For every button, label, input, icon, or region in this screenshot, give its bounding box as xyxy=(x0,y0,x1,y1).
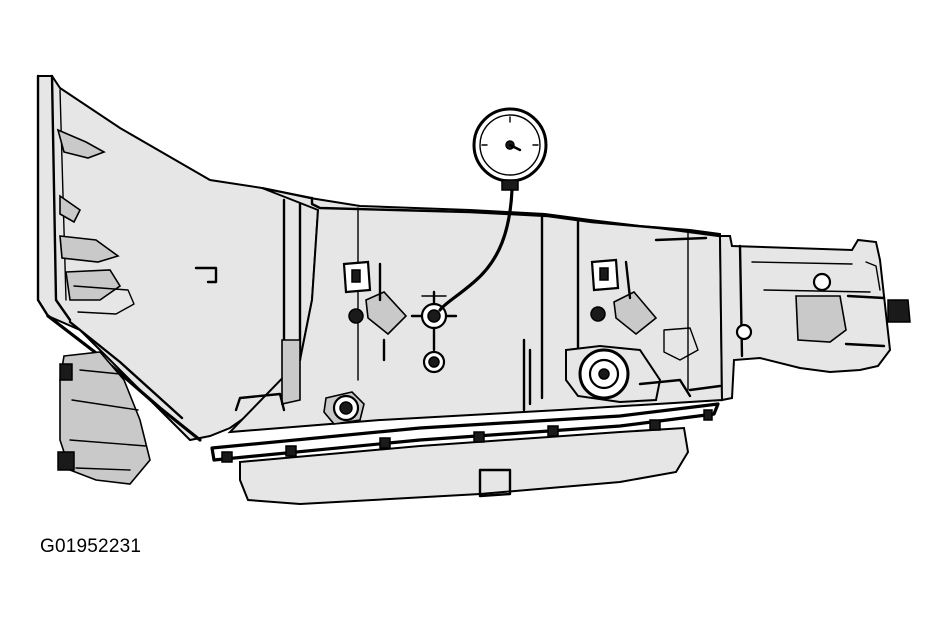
right-pressure-switch xyxy=(522,258,658,412)
left-pressure-switch xyxy=(342,260,408,362)
figure-id-label: G01952231 xyxy=(40,536,142,557)
pressure-test-port xyxy=(410,290,458,374)
extension-housing xyxy=(718,235,911,402)
front-pump-area xyxy=(57,351,151,485)
pressure-gauge-icon xyxy=(472,107,548,191)
case-plug-small xyxy=(323,391,365,425)
rear-case-details xyxy=(638,236,722,398)
bell-housing xyxy=(36,74,320,442)
case-plug-large xyxy=(565,344,662,404)
oil-pan xyxy=(210,402,720,506)
pan-bolts xyxy=(221,409,713,463)
gauge-hose xyxy=(438,188,514,312)
